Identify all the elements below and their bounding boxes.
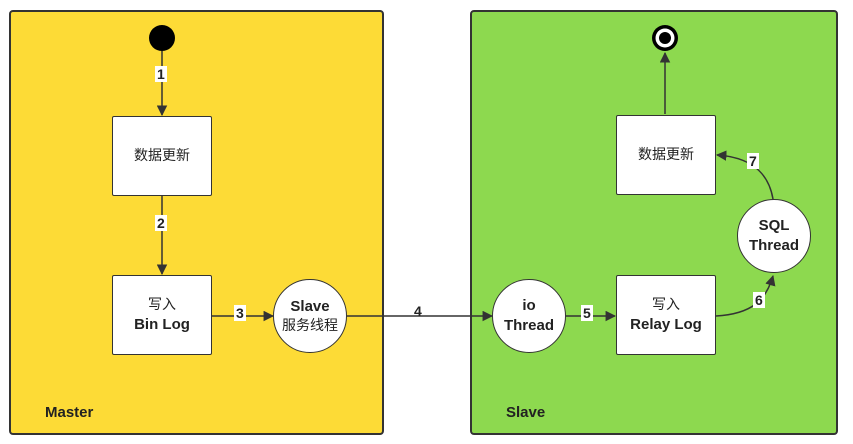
io-thread-line2: Thread bbox=[503, 317, 554, 334]
slave-write-label: 写入 bbox=[652, 296, 680, 313]
relaylog-label: Relay Log bbox=[630, 315, 702, 333]
slave-update-box: 数据更新 bbox=[616, 115, 716, 195]
edge-7 bbox=[715, 150, 774, 200]
master-write-label: 写入 bbox=[148, 296, 176, 313]
sql-thread-line2: Thread bbox=[748, 237, 799, 254]
io-thread-line1: io bbox=[522, 297, 536, 314]
master-lane-label: Master bbox=[45, 404, 94, 421]
edge-3-label: 3 bbox=[234, 305, 246, 321]
slave-service-line2: 服务线程 bbox=[282, 317, 338, 334]
end-node-core bbox=[659, 32, 671, 44]
edge-2-label: 2 bbox=[155, 215, 167, 231]
io-thread-node: io Thread bbox=[492, 279, 566, 353]
edge-6-label: 6 bbox=[753, 292, 765, 308]
edge-4-label: 4 bbox=[414, 303, 422, 319]
master-update-text: 数据更新 bbox=[134, 147, 190, 164]
edge-5-label: 5 bbox=[581, 305, 593, 321]
master-lane: Master bbox=[9, 10, 384, 435]
binlog-label: Bin Log bbox=[134, 315, 190, 333]
edge-1-label: 1 bbox=[155, 66, 167, 82]
edge-7-label: 7 bbox=[747, 153, 759, 169]
slave-update-text: 数据更新 bbox=[638, 146, 694, 163]
sql-thread-node: SQL Thread bbox=[737, 199, 811, 273]
start-node bbox=[149, 25, 175, 51]
slave-write-relaylog-box: 写入 Relay Log bbox=[616, 275, 716, 355]
master-update-box: 数据更新 bbox=[112, 116, 212, 196]
slave-lane-label: Slave bbox=[506, 404, 546, 421]
master-write-binlog-box: 写入 Bin Log bbox=[112, 275, 212, 355]
slave-service-line1: Slave bbox=[290, 297, 330, 315]
slave-service-thread-node: Slave 服务线程 bbox=[273, 279, 347, 353]
sql-thread-line1: SQL bbox=[758, 217, 790, 234]
